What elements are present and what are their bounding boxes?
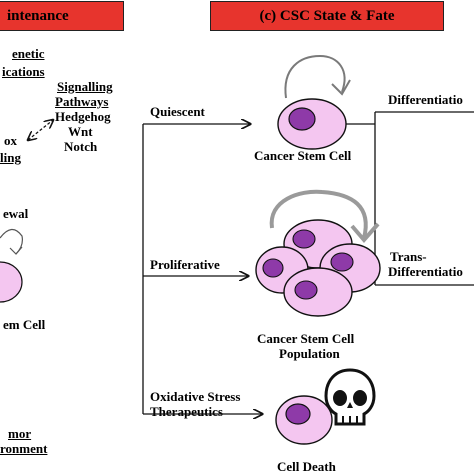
self-renewal-label: ewal <box>3 206 29 221</box>
proliferative-arrow-icon <box>269 189 368 239</box>
environment-label: ronment <box>0 441 48 456</box>
right-panel-header-title: (c) CSC State & Fate <box>259 7 395 24</box>
left-stem-cell <box>0 261 23 303</box>
proliferative-label: Proliferative <box>150 257 220 272</box>
dying-cell-nucleus <box>285 403 311 425</box>
quiescent-renewal-arrow-icon <box>284 54 346 99</box>
tumor-label: mor <box>8 426 32 441</box>
redox-label-line2: ling <box>0 150 21 165</box>
stem-cell-label: em Cell <box>3 317 46 332</box>
signalling-title-line1: Signalling <box>57 79 113 94</box>
epigenetic-label-line2: ications <box>2 64 45 79</box>
cancer-stem-cell-population <box>255 219 381 317</box>
redox-label-line1: ox <box>4 133 17 148</box>
left-panel-header-title: intenance <box>7 7 69 24</box>
pathway-wnt: Wnt <box>68 124 93 139</box>
oxidative-stress-label: Oxidative Stress <box>150 389 241 404</box>
population-label-line1: Cancer Stem Cell <box>257 331 355 346</box>
differentiation-label: Differentiatio <box>388 92 463 107</box>
quiescent-cell-nucleus <box>288 107 316 131</box>
therapeutics-label: Therapeutics <box>150 404 223 419</box>
left-panel-header: intenance <box>0 1 124 31</box>
trans-label-line1: Trans- <box>390 249 427 264</box>
right-panel-header: (c) CSC State & Fate <box>210 1 444 31</box>
signalling-title-line2: Pathways <box>55 94 109 109</box>
quiescent-label: Quiescent <box>150 104 205 119</box>
signalling-redox-dashed-arrow <box>28 120 53 140</box>
trans-label-line2: Differentiatio <box>388 264 463 279</box>
pathway-hedgehog: Hedgehog <box>55 109 111 124</box>
skull-icon <box>324 368 376 426</box>
population-label-line2: Population <box>279 346 340 361</box>
epigenetic-label-line1: enetic <box>12 46 45 61</box>
cell-death-label: Cell Death <box>277 459 336 474</box>
pathway-notch: Notch <box>64 139 98 154</box>
cancer-stem-cell-label: Cancer Stem Cell <box>254 148 352 163</box>
